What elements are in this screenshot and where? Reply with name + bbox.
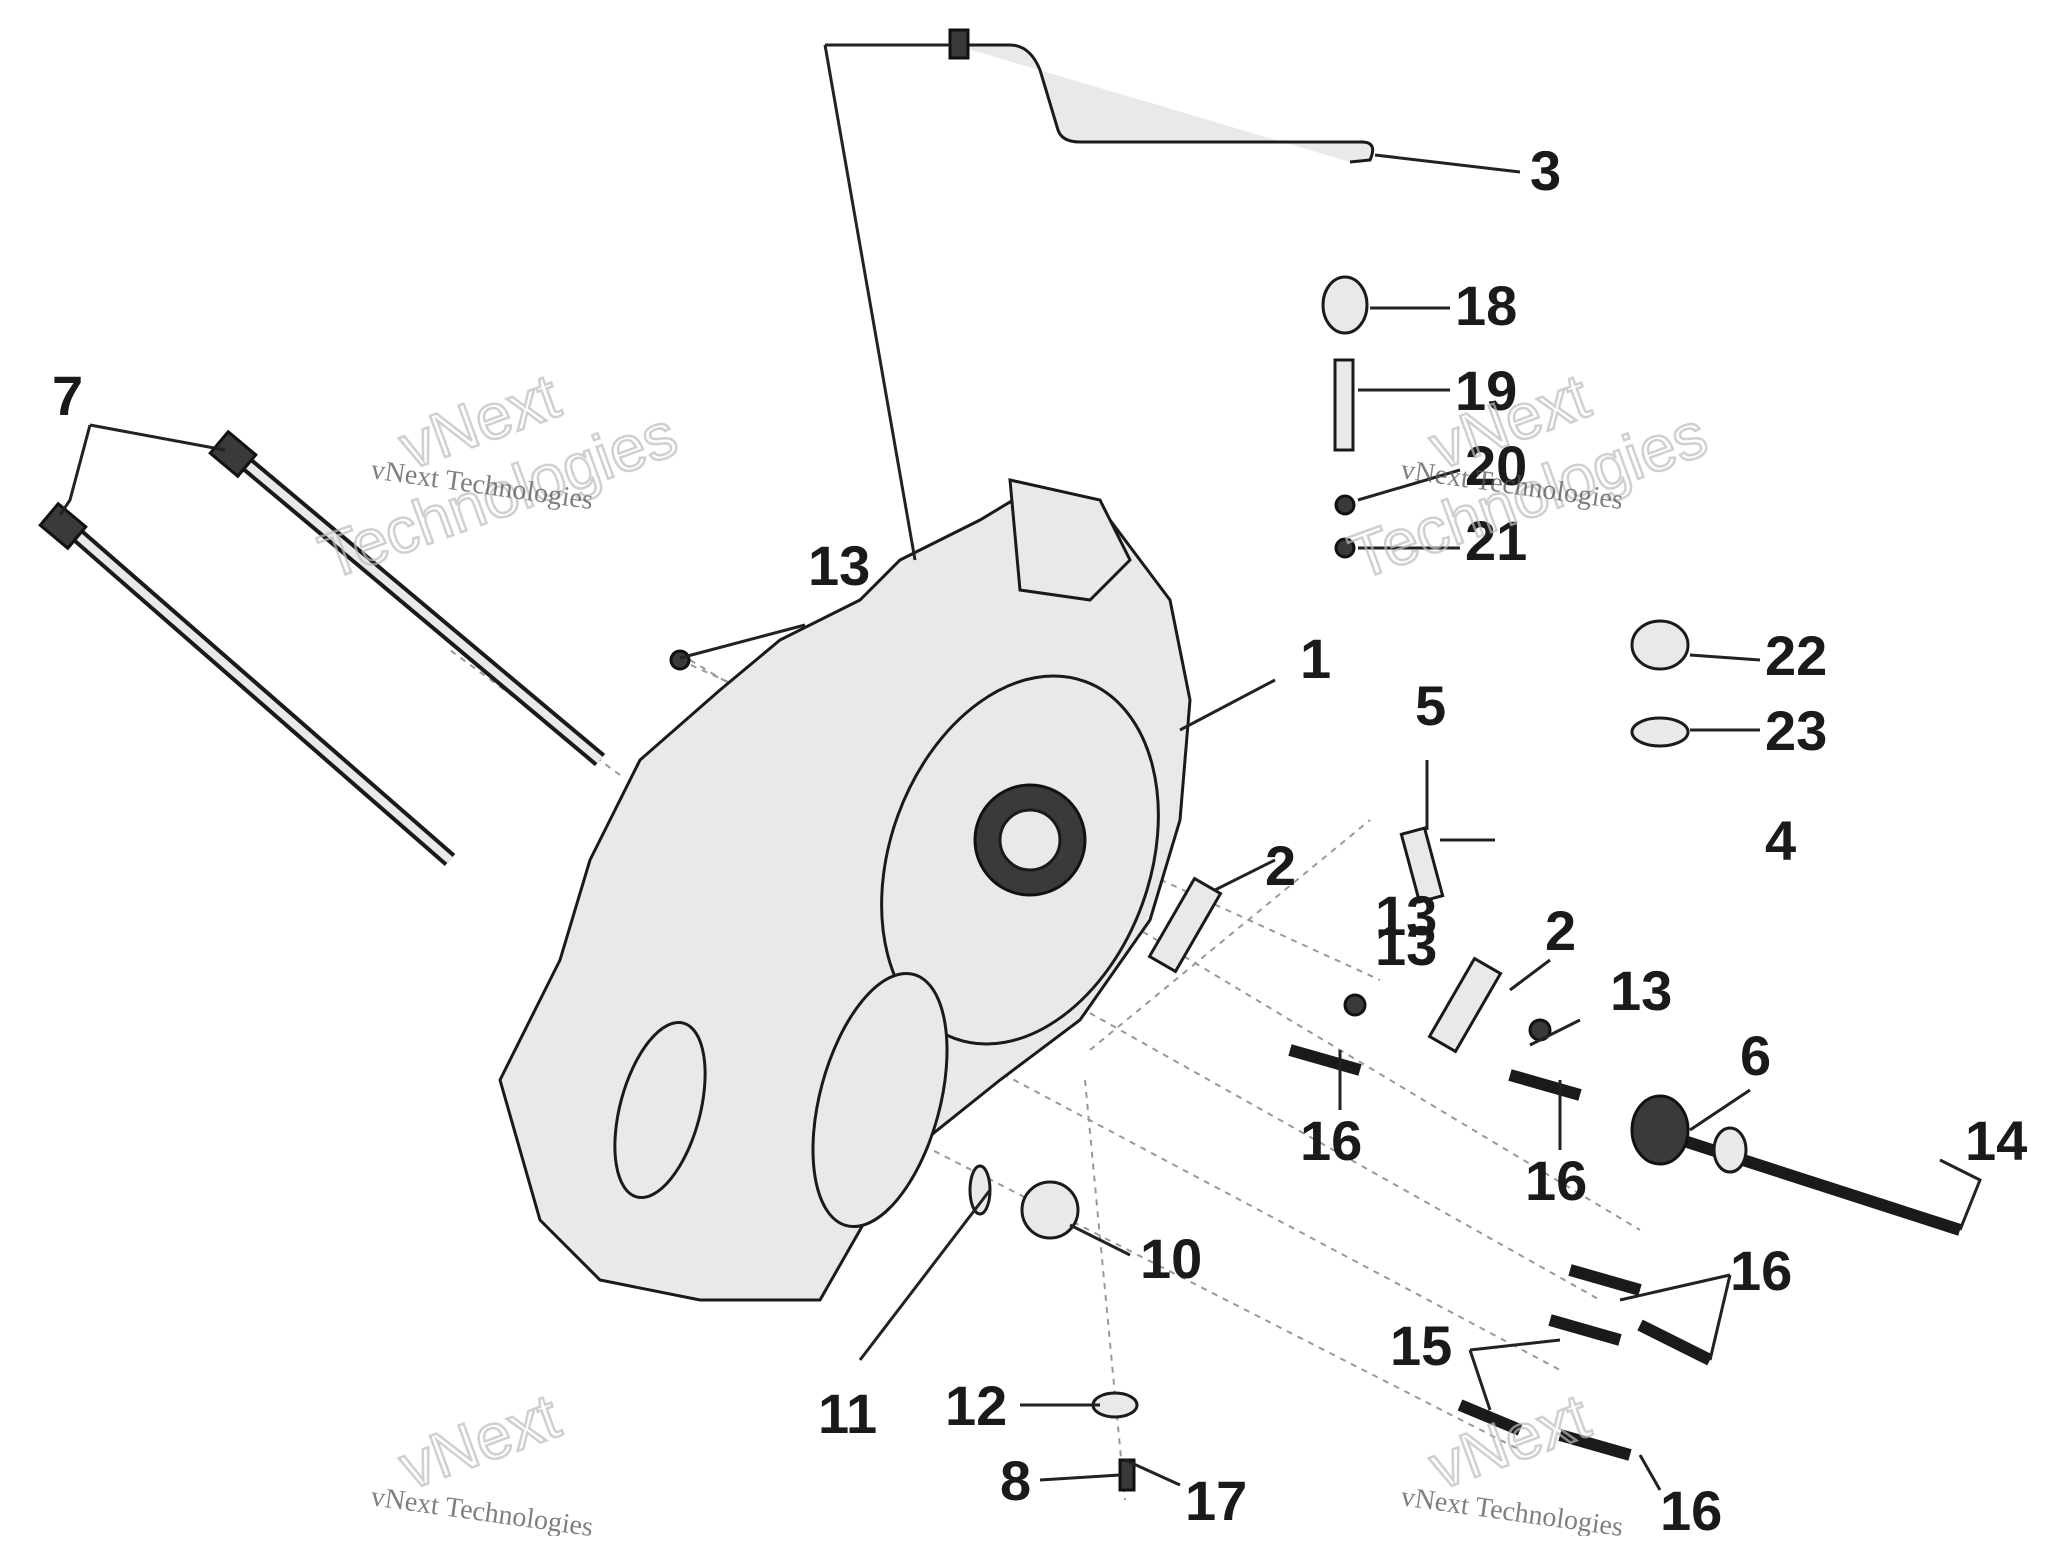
callout-10: 10 [1140,1227,1202,1290]
callout-6: 6 [1740,1024,1771,1087]
callout-13d: 13 [1375,884,1437,947]
callout-23: 23 [1765,699,1827,762]
callout-13a: 13 [808,534,870,597]
callout-7: 7 [52,364,83,427]
watermark-big-4a: vNext [1420,1379,1599,1503]
callout-18: 18 [1455,274,1517,337]
callout-1: 1 [1300,627,1331,690]
callout-16a: 16 [1300,1109,1362,1172]
stud-part-7 [38,429,606,867]
bolt-part-14 [1630,1094,1962,1236]
callout-19: 19 [1455,359,1517,422]
leader-lines [58,43,1982,1491]
watermark-small-3: vNext Technologies [369,1481,595,1536]
callout-16d: 16 [1660,1479,1722,1536]
callout-13c: 13 [1610,959,1672,1022]
callout-13b: 13 [1375,914,1437,977]
callout-21: 21 [1465,509,1527,572]
callout-labels: 1 2 2 3 4 5 6 7 8 10 11 12 13 13 13 13 1… [52,139,2027,1541]
callout-2b: 2 [1545,899,1576,962]
callout-8: 8 [1000,1449,1031,1512]
callout-5: 5 [1415,674,1446,737]
crankcase-part-1 [498,478,1192,1302]
callout-2: 2 [1265,834,1296,897]
callout-14: 14 [1965,1109,2027,1172]
callout-3: 3 [1530,139,1561,202]
watermark-small-4: vNext Technologies [1399,1481,1625,1536]
callout-11: 11 [818,1382,877,1445]
callout-4: 4 [1765,809,1796,872]
watermark-big-3a: vNext [390,1379,569,1503]
callout-17: 17 [1185,1469,1247,1532]
callout-16c: 16 [1730,1239,1792,1302]
callout-16b: 16 [1525,1149,1587,1212]
callout-22: 22 [1765,624,1827,687]
small-hardware [669,275,1713,1492]
callout-12: 12 [945,1374,1007,1437]
callout-20: 20 [1465,434,1527,497]
pipe-part-3 [948,28,1375,164]
callout-15: 15 [1390,1314,1452,1377]
